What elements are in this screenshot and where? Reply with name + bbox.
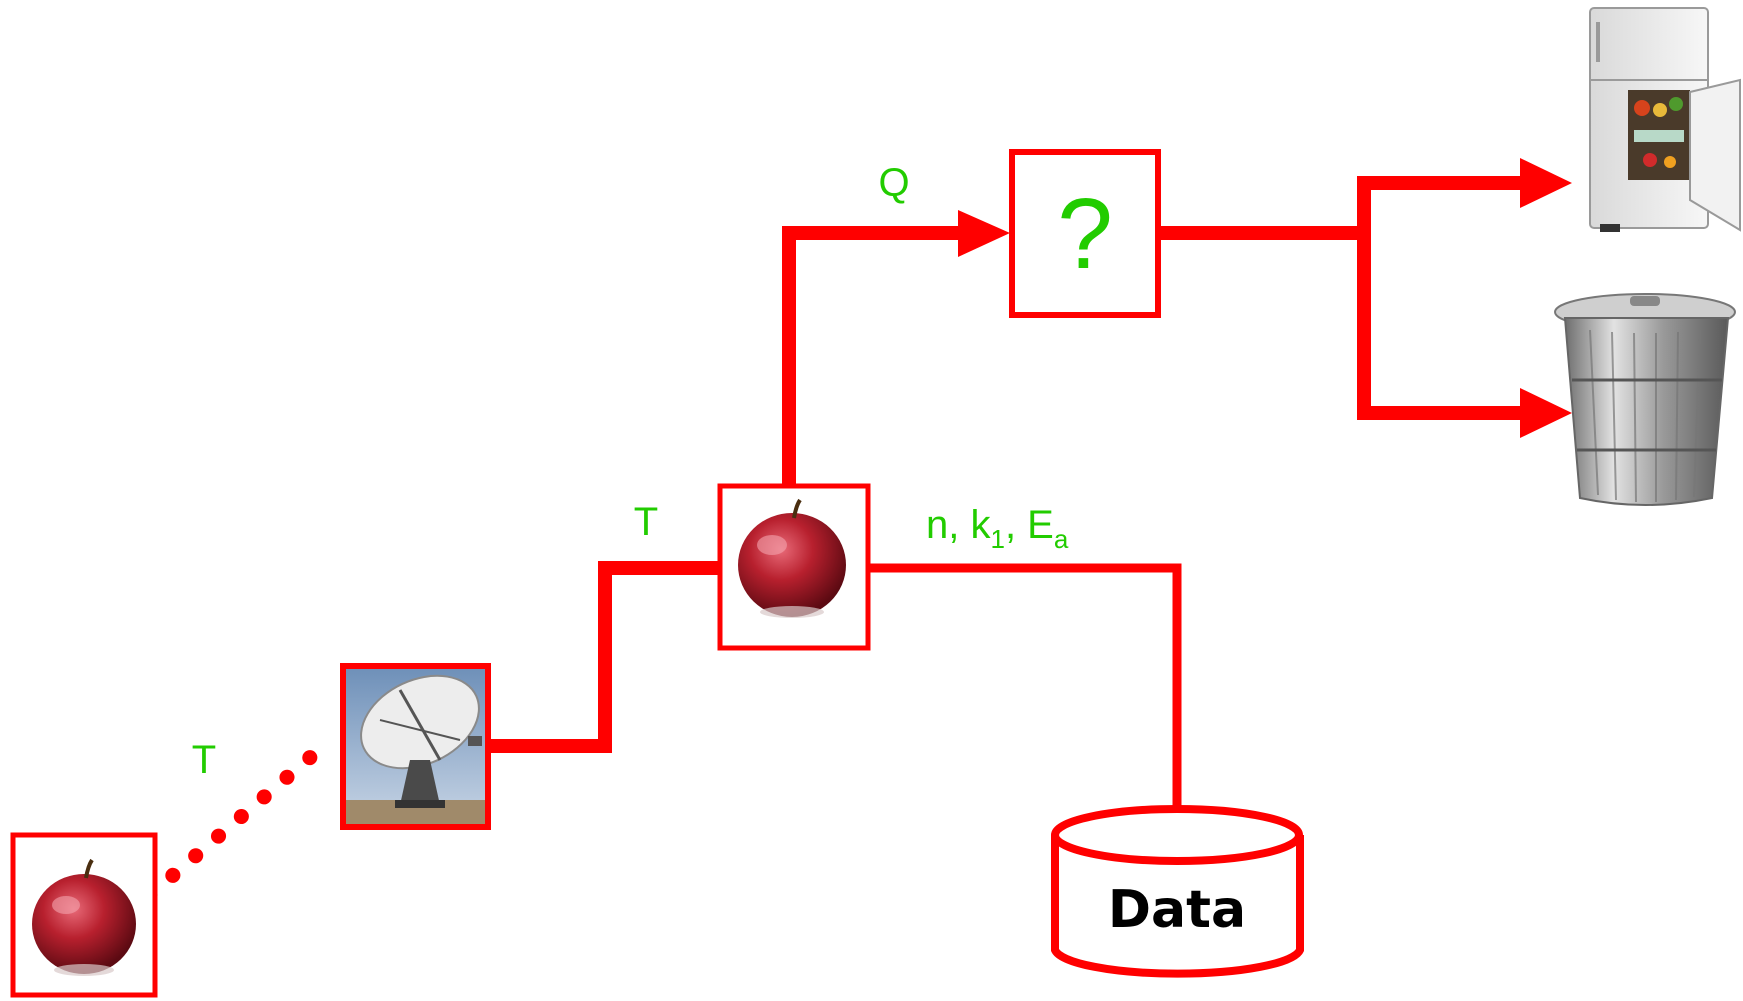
label-params-k-subscript: 1 <box>990 524 1004 554</box>
apple-source-node <box>10 832 158 998</box>
label-params-e: , E <box>1005 503 1054 547</box>
antenna-node <box>340 663 491 830</box>
branch-fork <box>1357 176 1530 420</box>
label-params-n-k: n, k <box>926 503 991 547</box>
radio-antenna-icon <box>346 674 485 824</box>
apple-icon <box>738 498 846 618</box>
decision-node: ? <box>1009 149 1161 318</box>
apple-processed-node <box>717 483 871 651</box>
label-temperature-mid: T <box>634 500 658 544</box>
arrow-to-question <box>958 210 1010 257</box>
database-cylinder-icon <box>1051 835 1304 978</box>
labels: T T Q n, k1, Ea <box>192 161 1069 782</box>
link-antenna-to-apple <box>488 561 718 753</box>
label-quality: Q <box>878 161 909 205</box>
dotted-link <box>142 734 336 903</box>
arrow-to-refrigerator <box>1520 158 1572 208</box>
label-temperature-left: T <box>192 738 216 782</box>
arrowheads <box>958 158 1572 438</box>
trash-can-icon <box>1554 293 1736 506</box>
arrow-to-trash-can <box>1520 388 1572 438</box>
database-label: Data <box>1108 880 1246 940</box>
label-params-e-subscript: a <box>1054 524 1069 554</box>
refrigerator-icon <box>1589 7 1741 232</box>
apple-icon <box>32 858 136 976</box>
link-apple-to-question <box>782 226 968 486</box>
label-kinetic-params: n, k1, Ea <box>926 503 1069 554</box>
decision-question-mark: ? <box>1057 178 1113 290</box>
connectors <box>142 176 1530 903</box>
database-node: Data <box>1051 805 1304 978</box>
link-apple-to-database <box>868 563 1182 806</box>
